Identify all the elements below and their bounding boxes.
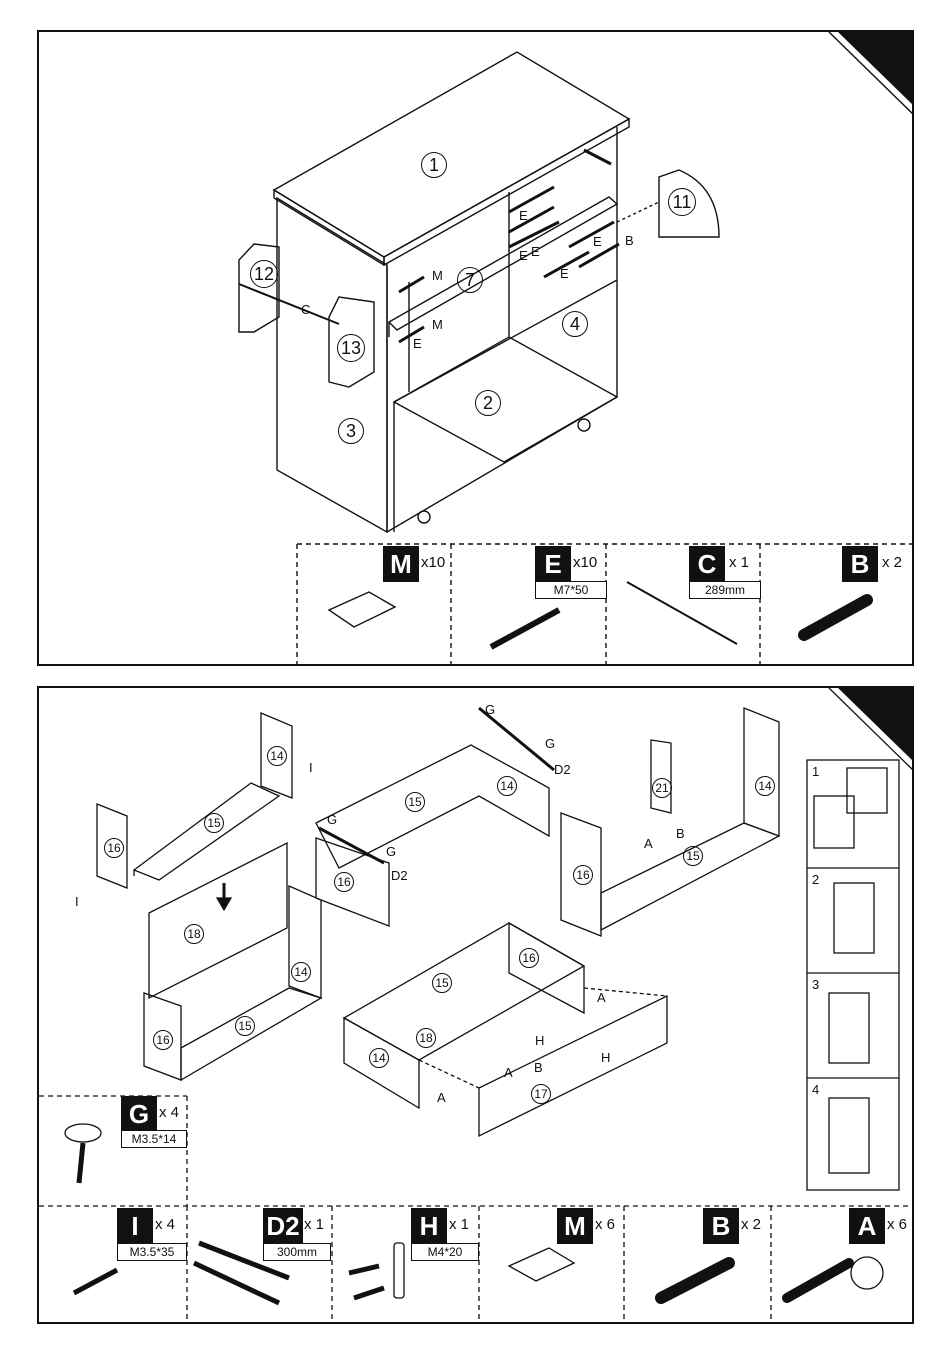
hardware-label: G bbox=[545, 736, 555, 751]
part-number: 17 bbox=[531, 1084, 551, 1104]
part-quantity: x 2 bbox=[741, 1216, 761, 1233]
part-quantity: x 6 bbox=[595, 1216, 615, 1233]
part-spec: M3.5*14 bbox=[121, 1130, 187, 1148]
part-letter: B bbox=[842, 546, 878, 582]
part-quantity: x 4 bbox=[159, 1104, 179, 1121]
hardware-label: A bbox=[644, 836, 653, 851]
part-quantity: x 2 bbox=[882, 554, 902, 571]
hardware-label: C bbox=[301, 302, 310, 317]
part-spec: M7*50 bbox=[535, 581, 607, 599]
hardware-label: G bbox=[386, 844, 396, 859]
part-number: 15 bbox=[235, 1016, 255, 1036]
hardware-label: D2 bbox=[554, 762, 571, 777]
part-number: 21 bbox=[652, 778, 672, 798]
part-number: 14 bbox=[267, 746, 287, 766]
hardware-label: D2 bbox=[391, 868, 408, 883]
part-number: 16 bbox=[153, 1030, 173, 1050]
part-letter: I bbox=[117, 1208, 153, 1244]
part-spec: 289mm bbox=[689, 581, 761, 599]
part-number: 3 bbox=[338, 418, 364, 444]
hardware-label: M bbox=[432, 317, 443, 332]
part-number: 7 bbox=[457, 267, 483, 293]
part-letter: C bbox=[689, 546, 725, 582]
part-letter: D2 bbox=[263, 1208, 303, 1244]
part-letter: M bbox=[557, 1208, 593, 1244]
part-letter: M bbox=[383, 546, 419, 582]
part-number: 14 bbox=[369, 1048, 389, 1068]
part-number: 14 bbox=[755, 776, 775, 796]
part-number: 2 bbox=[475, 390, 501, 416]
hardware-label: A bbox=[437, 1090, 446, 1105]
part-number: 15 bbox=[432, 973, 452, 993]
part-number: 15 bbox=[405, 792, 425, 812]
hardware-label: B bbox=[625, 233, 634, 248]
part-number: 14 bbox=[291, 962, 311, 982]
hardware-label: E bbox=[519, 208, 528, 223]
part-quantity: x10 bbox=[421, 554, 445, 571]
hardware-label: I bbox=[75, 894, 79, 909]
assembly-step-top: 1 2 3 4 7 11 12 13 E E E E E M E M B C M… bbox=[37, 30, 914, 666]
part-spec: M3.5*35 bbox=[117, 1243, 187, 1261]
part-number: 11 bbox=[668, 188, 696, 216]
part-number: 4 bbox=[562, 311, 588, 337]
hardware-label: H bbox=[535, 1033, 544, 1048]
part-quantity: x10 bbox=[573, 554, 597, 571]
step-number: 2 bbox=[812, 872, 819, 887]
hardware-label: A bbox=[504, 1065, 513, 1080]
part-quantity: x 1 bbox=[729, 554, 749, 571]
hardware-label: E bbox=[519, 248, 528, 263]
hardware-label: E bbox=[413, 336, 422, 351]
part-number: 12 bbox=[250, 260, 278, 288]
hardware-label: G bbox=[485, 702, 495, 717]
step-number: 3 bbox=[812, 977, 819, 992]
part-letter: B bbox=[703, 1208, 739, 1244]
hardware-label: A bbox=[597, 990, 606, 1005]
part-number: 15 bbox=[683, 846, 703, 866]
part-letter: G bbox=[121, 1096, 157, 1132]
cabinet-assembly-drawing bbox=[39, 32, 914, 666]
part-number: 14 bbox=[497, 776, 517, 796]
hardware-label: E bbox=[593, 234, 602, 249]
hardware-label: B bbox=[676, 826, 685, 841]
part-number: 15 bbox=[204, 813, 224, 833]
part-number: 18 bbox=[416, 1028, 436, 1048]
part-quantity: x 6 bbox=[887, 1216, 907, 1233]
part-quantity: x 1 bbox=[449, 1216, 469, 1233]
assembly-step-bottom: 14 16 15 14 15 16 14 21 16 15 18 14 16 1… bbox=[37, 686, 914, 1324]
step-number: 1 bbox=[812, 764, 819, 779]
hardware-label: I bbox=[309, 760, 313, 775]
part-number: 18 bbox=[184, 924, 204, 944]
part-quantity: x 1 bbox=[304, 1216, 324, 1233]
hardware-label: M bbox=[432, 268, 443, 283]
part-letter: E bbox=[535, 546, 571, 582]
hardware-label: E bbox=[531, 244, 540, 259]
part-quantity: x 4 bbox=[155, 1216, 175, 1233]
part-spec: M4*20 bbox=[411, 1243, 479, 1261]
part-number: 1 bbox=[421, 152, 447, 178]
part-letter: A bbox=[849, 1208, 885, 1244]
part-spec: 300mm bbox=[263, 1243, 331, 1261]
part-number: 16 bbox=[104, 838, 124, 858]
hardware-label: E bbox=[560, 266, 569, 281]
part-number: 16 bbox=[573, 865, 593, 885]
part-number: 16 bbox=[519, 948, 539, 968]
part-letter: H bbox=[411, 1208, 447, 1244]
step-number: 4 bbox=[812, 1082, 819, 1097]
hardware-label: H bbox=[601, 1050, 610, 1065]
hardware-label: B bbox=[534, 1060, 543, 1075]
part-number: 13 bbox=[337, 334, 365, 362]
part-number: 16 bbox=[334, 872, 354, 892]
hardware-label: G bbox=[327, 812, 337, 827]
